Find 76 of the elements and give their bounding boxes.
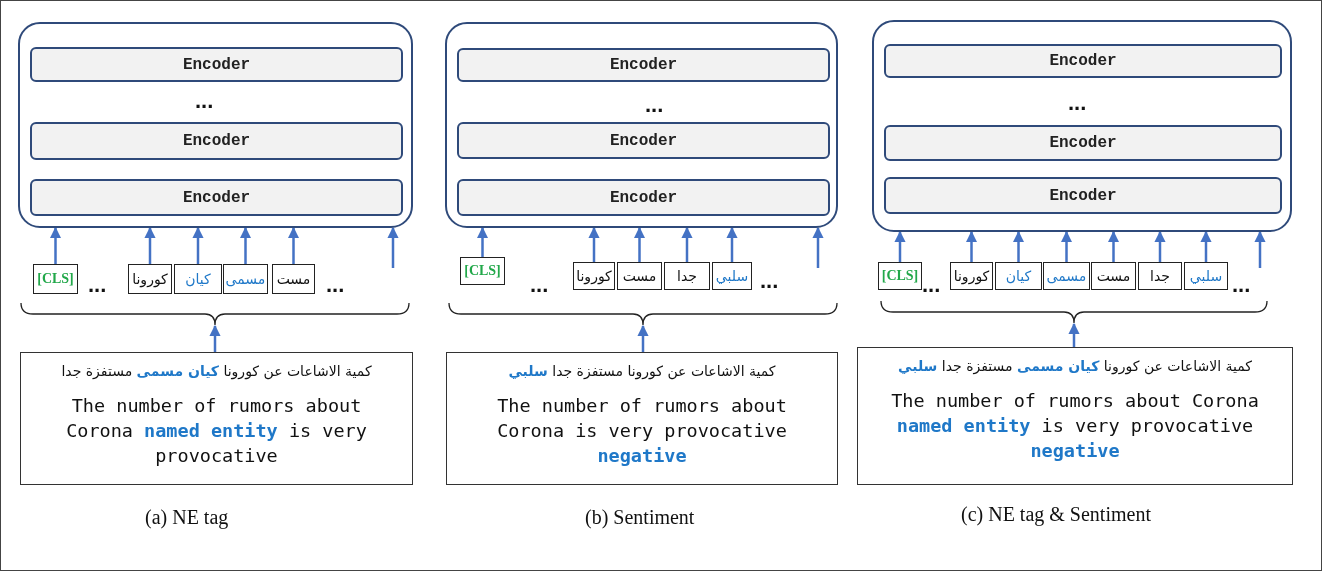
ellipsis: ...	[530, 272, 549, 298]
ellipsis: ...	[88, 272, 107, 298]
sentence-box	[857, 347, 1293, 485]
encoder-layer: Encoder	[457, 48, 830, 82]
ellipsis: ...	[1068, 90, 1087, 116]
arrow	[192, 226, 204, 264]
encoder-layer: Encoder	[884, 177, 1282, 214]
arrow	[1060, 230, 1073, 262]
arrow	[1154, 230, 1166, 262]
sentence-box	[20, 352, 413, 485]
token-box: [CLS]	[33, 264, 78, 294]
encoder-layer: Encoder	[457, 179, 830, 216]
english-sentence: The number of rumors about Corona named entity is very provocative	[65, 394, 368, 468]
curly-brace	[20, 302, 410, 326]
encoder-stack	[872, 20, 1292, 232]
panel-caption: (b) Sentiment	[585, 506, 695, 529]
arrow	[588, 226, 600, 262]
token-box: سلبي	[1184, 262, 1228, 290]
encoder-layer: Encoder	[884, 125, 1282, 161]
token-box: سلبي	[712, 262, 752, 290]
arrow	[965, 230, 978, 262]
arrow	[1254, 230, 1266, 268]
ellipsis: ...	[645, 92, 664, 118]
ellipsis: ...	[195, 88, 214, 114]
arrow	[144, 226, 156, 264]
arabic-sentence: كمية الاشاعات عن كورونا مستفزة جدا سلبي	[508, 363, 776, 379]
arrow	[681, 226, 693, 262]
ellipsis: ...	[1232, 272, 1251, 298]
ellipsis: ...	[326, 272, 345, 298]
encoder-layer: Encoder	[30, 47, 403, 82]
token-box: [CLS]	[460, 257, 505, 285]
token-box: كيان	[174, 264, 222, 294]
arrow	[633, 226, 646, 262]
arrow	[1012, 230, 1025, 262]
curly-brace	[448, 302, 838, 326]
arrow	[49, 226, 62, 264]
arrow	[894, 230, 906, 262]
encoder-stack	[445, 22, 838, 228]
token-box: مسمى	[223, 264, 268, 294]
arrow	[637, 324, 649, 352]
english-sentence: The number of rumors about Corona is very provocative negative	[496, 394, 788, 468]
token-box: مست	[1091, 262, 1136, 290]
arrow	[726, 226, 738, 262]
encoder-layer: Encoder	[30, 179, 403, 216]
english-sentence: The number of rumors about Corona named entity is very provocative negative	[890, 389, 1260, 463]
token-box: جدا	[664, 262, 710, 290]
encoder-layer: Encoder	[30, 122, 403, 160]
panel-caption: (c) NE tag & Sentiment	[961, 503, 1151, 526]
arrow	[812, 226, 824, 268]
token-box: مست	[617, 262, 662, 290]
encoder-layer: Encoder	[884, 44, 1282, 78]
arrow	[1200, 230, 1212, 262]
token-box: كورونا	[950, 262, 993, 290]
token-box: جدا	[1138, 262, 1182, 290]
arrow	[387, 226, 399, 268]
token-box: كورونا	[128, 264, 172, 294]
encoder-layer: Encoder	[457, 122, 830, 159]
arabic-sentence: كمية الاشاعات عن كورونا كيان مسمى مستفزة جدا سلبي	[898, 358, 1252, 374]
encoder-stack	[18, 22, 413, 228]
token-box: كيان	[995, 262, 1042, 290]
arabic-sentence: كمية الاشاعات عن كورونا كيان مسمى مستفزة جدا	[61, 363, 372, 379]
curly-brace	[880, 300, 1268, 324]
token-box: مست	[272, 264, 315, 294]
arrow	[287, 226, 300, 264]
arrow	[209, 324, 221, 352]
token-box: [CLS]	[878, 262, 922, 290]
ellipsis: ...	[760, 268, 779, 294]
arrow	[476, 226, 489, 257]
arrow	[1068, 322, 1080, 347]
token-box: كورونا	[573, 262, 615, 290]
token-box: مسمى	[1043, 262, 1090, 290]
sentence-box	[446, 352, 838, 485]
arrow	[1107, 230, 1120, 262]
ellipsis: ...	[922, 272, 941, 298]
arrow	[239, 226, 252, 264]
panel-caption: (a) NE tag	[145, 506, 229, 529]
